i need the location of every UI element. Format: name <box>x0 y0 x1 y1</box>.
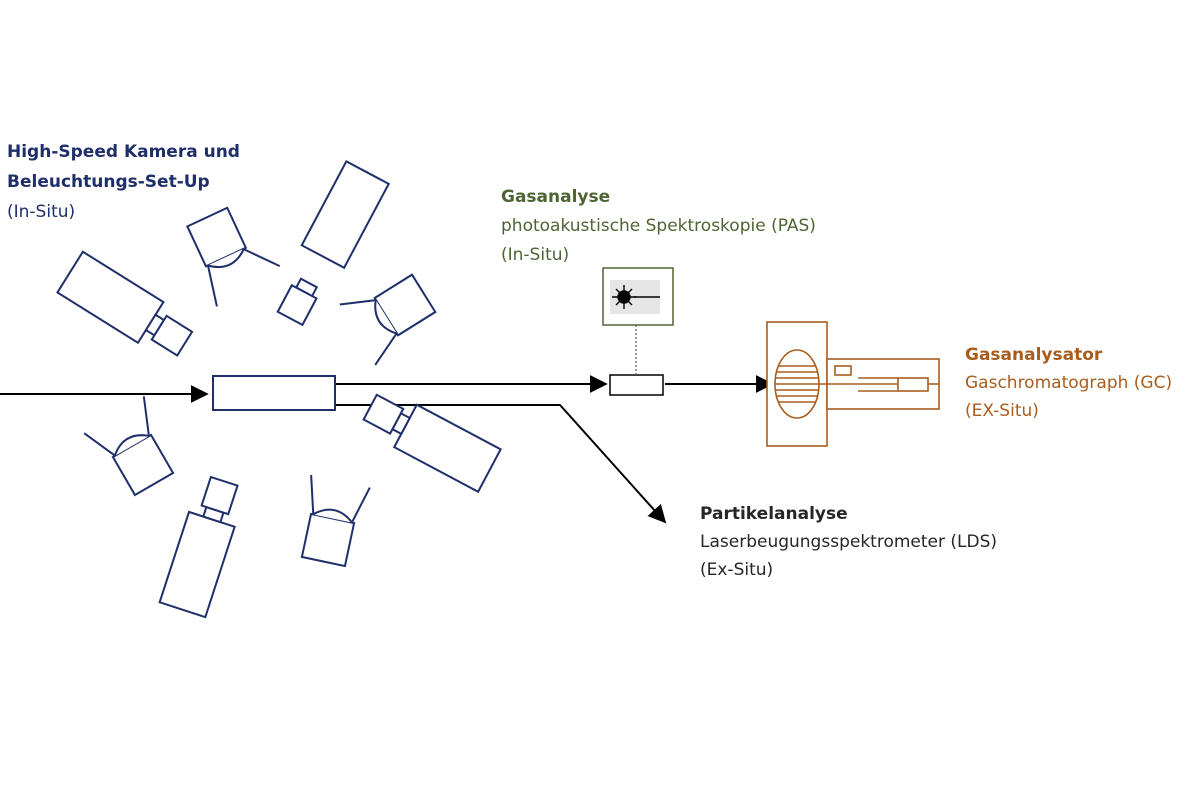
pas-cell <box>609 374 664 396</box>
camera-lens <box>276 277 319 327</box>
light-source-icon <box>83 396 175 497</box>
particle-mode: (Ex-Situ) <box>700 560 774 580</box>
camera-icon <box>56 250 194 357</box>
camera-icon <box>300 159 391 270</box>
camera-array <box>56 159 503 619</box>
camera-setup-label: High-Speed Kamera und Beleuchtungs-Set-U… <box>7 137 240 227</box>
particle-label: Partikelanalyse Laserbeugungsspektromete… <box>700 500 997 584</box>
camera-icon <box>158 475 239 619</box>
lights-array <box>83 206 437 568</box>
pas-mode: (In-Situ) <box>501 245 570 265</box>
gc-label: Gasanalysator Gaschromatograph (GC) (EX-… <box>965 341 1172 425</box>
camera-setup-title-1: High-Speed Kamera und <box>7 142 240 162</box>
gc-mode: (EX-Situ) <box>965 401 1039 421</box>
particle-subtitle: Laserbeugungsspektrometer (LDS) <box>700 532 997 552</box>
laser-icon <box>612 285 660 309</box>
gc-title: Gasanalysator <box>965 345 1103 365</box>
particle-title: Partikelanalyse <box>700 504 848 524</box>
particle-feed-arrow-icon <box>335 404 667 524</box>
light-source-icon <box>300 475 371 568</box>
gas-chromatograph-icon <box>766 321 940 447</box>
camera-icon <box>362 393 503 494</box>
flow-lines <box>0 375 774 524</box>
camera-setup-mode: (In-Situ) <box>7 202 76 222</box>
camera-setup-title-2: Beleuchtungs-Set-Up <box>7 172 210 192</box>
pas-subtitle: photoakustische Spektroskopie (PAS) <box>501 216 816 236</box>
gc-subtitle: Gaschromatograph (GC) <box>965 373 1173 393</box>
pas-device <box>602 267 674 396</box>
test-chamber <box>212 375 336 411</box>
pas-title: Gasanalyse <box>501 187 611 207</box>
light-source-icon <box>339 273 437 366</box>
pas-label: Gasanalyse photoakustische Spektroskopie… <box>501 183 816 270</box>
light-source-icon <box>186 206 281 307</box>
